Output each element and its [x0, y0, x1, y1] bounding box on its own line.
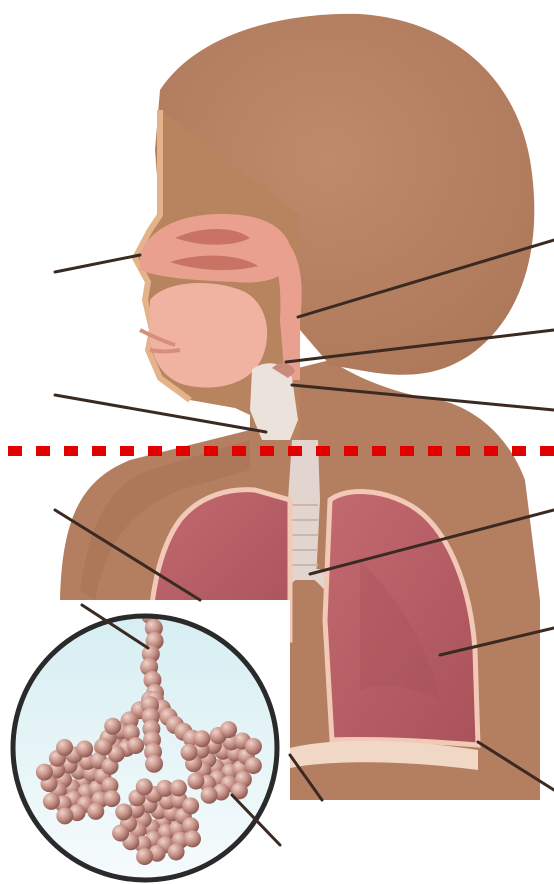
- alveolus: [201, 787, 218, 804]
- alveolus: [168, 843, 185, 860]
- alveolus: [76, 741, 93, 758]
- alveolus: [36, 764, 53, 781]
- alveolus: [245, 757, 262, 774]
- oral-cavity: [150, 283, 267, 388]
- alveolus: [145, 755, 163, 773]
- alveolus: [136, 848, 153, 865]
- alveolus: [43, 793, 60, 810]
- alveolus: [115, 803, 132, 820]
- alveolus: [87, 803, 104, 820]
- alveolus: [170, 779, 187, 796]
- alveolus: [220, 721, 237, 738]
- alveolus: [187, 772, 204, 789]
- alveolus: [193, 730, 210, 747]
- leader-nasal-cavity: [55, 255, 140, 272]
- alveolus: [184, 830, 201, 847]
- alveolus: [103, 790, 120, 807]
- alveolus: [127, 737, 144, 754]
- alveolus: [56, 739, 73, 756]
- alveolus: [95, 738, 112, 755]
- alveolus: [56, 807, 73, 824]
- alveolus: [136, 778, 153, 795]
- trachea: [288, 440, 320, 580]
- alveolus: [182, 797, 199, 814]
- alveolus: [245, 738, 262, 755]
- alveolus: [104, 718, 121, 735]
- alveolus: [112, 825, 129, 842]
- alveolus: [181, 744, 198, 761]
